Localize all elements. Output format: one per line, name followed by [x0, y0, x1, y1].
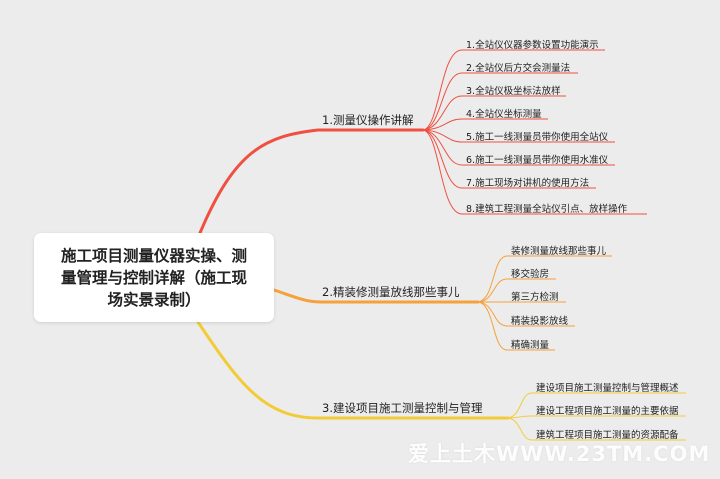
branch-3-label: 3.建设项目施工测量控制与管理 — [322, 401, 483, 415]
branch-1-leaf-3: 3.全站仪极坐标法放样 — [466, 86, 561, 97]
connector-root-to-branch-3 — [196, 320, 510, 420]
branch-1-leaf-6: 6.施工一线测量员带你使用水准仪 — [466, 155, 609, 166]
root-title-line-3: 场实景录制） — [107, 290, 201, 309]
branch-1-leaf-2: 2.全站仪后方交会测量法 — [466, 63, 571, 74]
branch-2-leaf-3: 第三方检测 — [511, 292, 559, 303]
branch-1-leaf-5: 5.施工一线测量员带你使用全站仪 — [466, 132, 609, 143]
branch-2-leaf-2: 移交验房 — [511, 269, 550, 280]
branch-1-leaf-1: 1.全站仪仪器参数设置功能演示 — [466, 40, 599, 51]
branch-3-leaf-2: 建设工程项目施工测量的主要依据 — [536, 406, 679, 417]
branch-1-leaf-7: 7.施工现场对讲机的使用方法 — [466, 178, 590, 189]
branch-1-leaf-4: 4.全站仪坐标测量 — [466, 109, 542, 120]
branch-3-leaf-1: 建设项目施工测量控制与管理概述 — [536, 383, 679, 394]
branch-2-leaf-connectors — [477, 255, 612, 351]
branch-2-leaf-4: 精装投影放线 — [511, 316, 569, 327]
connector-root-to-branch-1 — [198, 128, 425, 235]
branch-1-leaf-connectors — [422, 49, 647, 215]
branch-3-leaf-3: 建筑工程项目施工测量的资源配备 — [536, 430, 679, 441]
site-watermark: 爱上土木WWW.23TM.COM — [408, 442, 711, 466]
branch-1-leaf-8: 8.建筑工程测量全站仪引点、放样操作 — [466, 204, 628, 215]
branch-2-leaf-1: 装修测量放线那些事儿 — [511, 246, 607, 257]
connector-root-to-branch-2 — [272, 288, 480, 304]
root-title-line-1: 施工项目测量仪器实操、测 — [60, 246, 247, 265]
branch-2-label: 2.精装修测量放线那些事儿 — [322, 285, 460, 299]
branch-3-leaf-connectors — [507, 392, 686, 441]
root-title-line-2: 量管理与控制详解（施工现 — [60, 268, 247, 287]
branch-1-label: 1.测量仪操作讲解 — [322, 113, 414, 127]
branch-2-leaf-5: 精确测量 — [511, 340, 550, 351]
root-topic: 施工项目测量仪器实操、测 量管理与控制详解（施工现 场实景录制） — [34, 233, 274, 322]
